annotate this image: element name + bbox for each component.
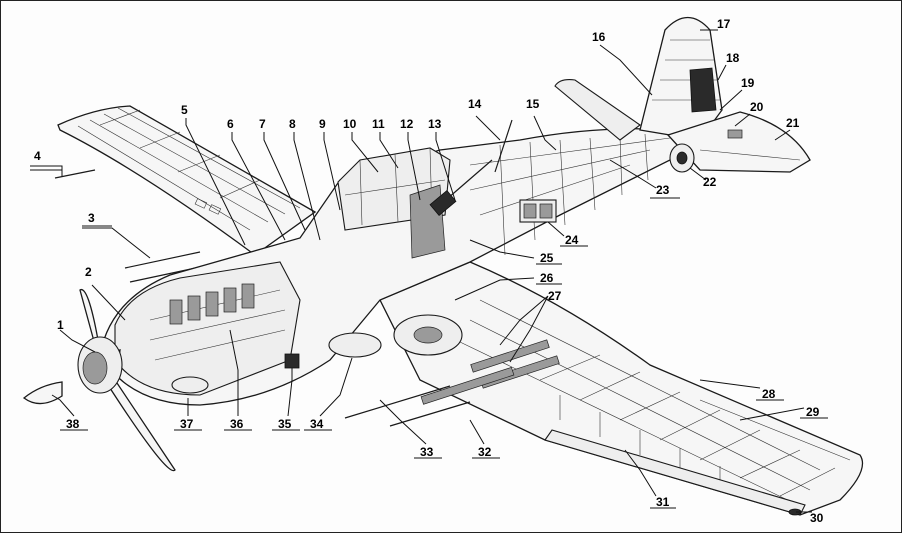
- callout-11: 11: [372, 117, 385, 131]
- callout-9: 9: [319, 117, 326, 131]
- starboard-wing-guns: [344, 385, 471, 427]
- pitot-tube: [54, 169, 96, 179]
- main-wheel: [393, 314, 463, 356]
- callout-8: 8: [289, 117, 296, 131]
- callout-4: 4: [34, 149, 41, 163]
- callout-34: 34: [310, 417, 324, 431]
- callout-underlines: [30, 169, 828, 509]
- ventral-radiator: [328, 332, 382, 358]
- callout-3: 3: [88, 211, 95, 225]
- callout-26: 26: [540, 271, 554, 285]
- callout-33: 33: [420, 445, 434, 459]
- callout-14: 14: [468, 97, 482, 111]
- seat-armour: [409, 184, 446, 259]
- callout-13: 13: [428, 117, 442, 131]
- callout-37: 37: [180, 417, 194, 431]
- engine-section: [114, 261, 301, 396]
- callout-21: 21: [786, 116, 800, 130]
- port-wing: [57, 105, 317, 256]
- starboard-wing: [379, 261, 864, 516]
- callout-15: 15: [526, 97, 540, 111]
- callout-7: 7: [259, 117, 266, 131]
- callout-36: 36: [230, 417, 244, 431]
- callout-27: 27: [548, 289, 562, 303]
- tail-unit: [554, 16, 811, 173]
- propeller: [22, 289, 176, 472]
- callout-25: 25: [540, 251, 554, 265]
- callout-23: 23: [656, 183, 670, 197]
- callout-32: 32: [478, 445, 492, 459]
- callout-28: 28: [762, 387, 776, 401]
- callout-12: 12: [400, 117, 414, 131]
- callout-35: 35: [278, 417, 292, 431]
- callout-1: 1: [57, 318, 64, 332]
- callout-10: 10: [343, 117, 357, 131]
- callout-17: 17: [717, 17, 731, 31]
- callout-24: 24: [565, 233, 579, 247]
- leader-lines: [30, 29, 812, 513]
- callout-16: 16: [592, 30, 606, 44]
- callout-29: 29: [806, 405, 820, 419]
- callout-20: 20: [750, 100, 764, 114]
- callout-22: 22: [703, 175, 717, 189]
- rear-gun: [429, 159, 493, 216]
- callout-5: 5: [181, 103, 188, 117]
- callout-6: 6: [227, 117, 234, 131]
- callout-numbers: 1 2 3 4 5 6 7 8 9 10 11 12 13 14 15 16 1…: [34, 17, 824, 525]
- callout-19: 19: [741, 76, 755, 90]
- callout-31: 31: [656, 495, 670, 509]
- aerial-mast: [494, 119, 513, 173]
- callout-18: 18: [726, 51, 740, 65]
- callout-38: 38: [66, 417, 80, 431]
- callout-30: 30: [810, 511, 824, 525]
- callout-2: 2: [85, 265, 92, 279]
